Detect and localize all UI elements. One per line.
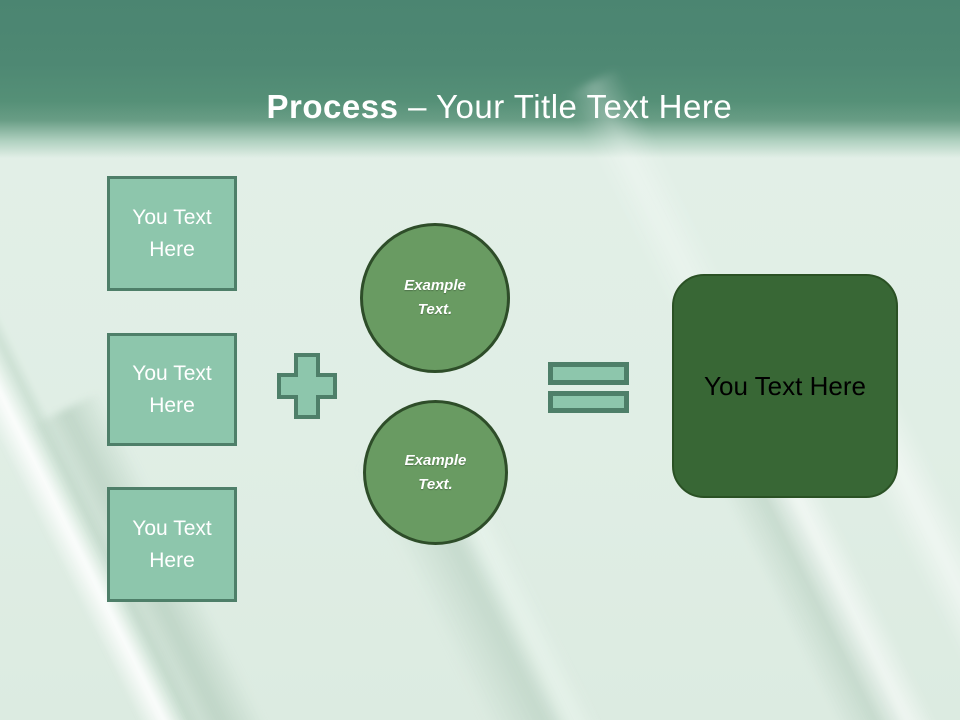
- text-placeholder-2[interactable]: You Text Here: [107, 333, 237, 446]
- slide-title: Process – Your Title Text Here: [0, 50, 960, 164]
- text-placeholder-1[interactable]: You Text Here: [107, 176, 237, 291]
- text-placeholder-3[interactable]: You Text Here: [107, 487, 237, 602]
- example-circle-1[interactable]: Example Text.: [360, 223, 510, 373]
- slide-title-bold: Process: [266, 88, 399, 125]
- plus-icon: [277, 353, 337, 419]
- example-circle-2-label: Example Text.: [404, 451, 467, 493]
- result-placeholder[interactable]: You Text Here: [672, 274, 898, 498]
- text-placeholder-1-label: You Text Here: [132, 206, 212, 261]
- text-placeholder-2-label: You Text Here: [132, 362, 212, 417]
- example-circle-2[interactable]: Example Text.: [363, 400, 508, 545]
- equals-bar-top: [548, 362, 629, 385]
- equals-icon: [548, 362, 629, 414]
- example-circle-1-label: Example Text.: [404, 277, 466, 318]
- slide-title-rest: – Your Title Text Here: [398, 88, 733, 125]
- equals-bar-bottom: [548, 391, 629, 413]
- text-placeholder-3-label: You Text Here: [132, 517, 212, 572]
- result-placeholder-label: You Text Here: [704, 370, 866, 401]
